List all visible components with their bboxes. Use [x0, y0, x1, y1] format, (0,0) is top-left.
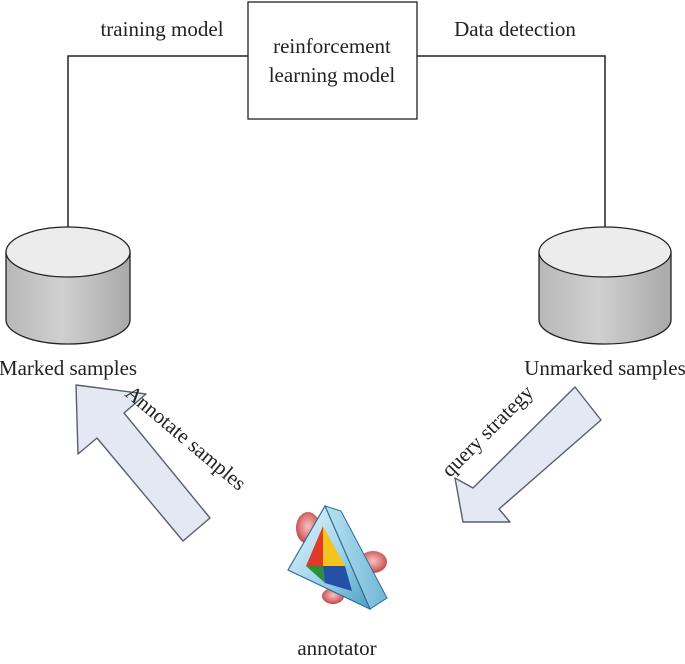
annotator-prism-icon	[287, 504, 388, 611]
annotator-label: annotator	[297, 636, 376, 660]
unmarked-samples-label: Unmarked samples	[524, 356, 685, 380]
annotate-samples-arrow	[75, 384, 211, 542]
right-connector-line	[417, 55, 606, 236]
center-box-line2: learning model	[269, 63, 396, 87]
reinforcement-learning-model-box	[247, 1, 418, 120]
query-strategy-arrow	[454, 386, 602, 523]
data-detection-label: Data detection	[454, 17, 576, 41]
marked-samples-cylinder	[5, 226, 131, 345]
marked-samples-label: Marked samples	[0, 356, 137, 380]
left-connector-line	[67, 55, 248, 236]
training-model-label: training model	[100, 17, 223, 41]
unmarked-samples-cylinder	[538, 226, 672, 345]
center-box-line1: reinforcement	[273, 34, 391, 58]
